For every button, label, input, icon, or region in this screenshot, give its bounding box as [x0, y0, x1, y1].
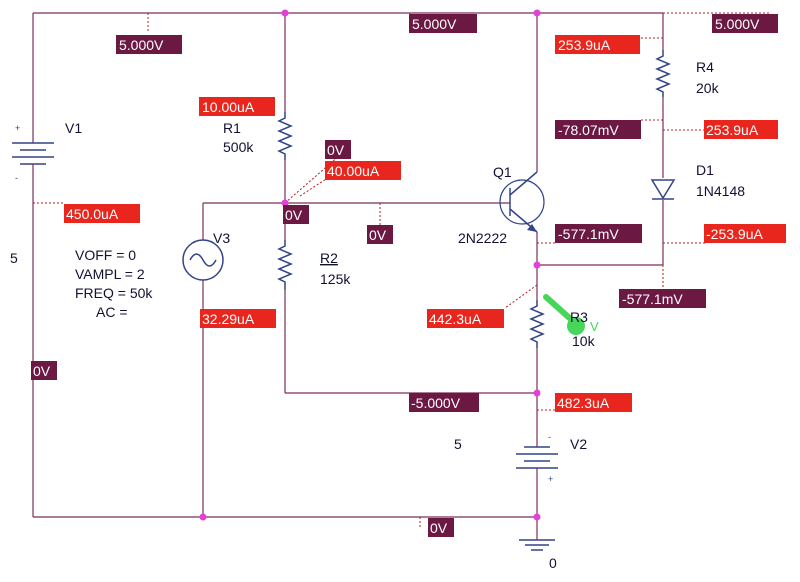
transistor-q1[interactable] [499, 171, 545, 233]
current-badge-text: 442.3uA [429, 311, 482, 327]
r3-ref-label: R3 [570, 309, 588, 325]
voltage-badge-base-0v[interactable]: 0V [325, 140, 351, 159]
battery-v2[interactable]: - + [516, 432, 558, 484]
v2-value-label: 5 [454, 436, 462, 452]
r1-value-label: 500k [223, 139, 254, 155]
voltage-badge-neg-rail[interactable]: -5.000V [409, 393, 479, 412]
voltage-badge-text: -577.1mV [622, 291, 683, 307]
current-badge-text: 482.3uA [557, 395, 610, 411]
current-badge-r4-top[interactable]: 253.9uA [555, 35, 640, 54]
voltage-badge-emitter[interactable]: -577.1mV [555, 224, 642, 243]
resistor-r2[interactable] [277, 240, 293, 290]
junction-dot [533, 9, 541, 17]
junction-dot [199, 513, 207, 521]
diode-d1[interactable] [650, 179, 676, 200]
junction-dot [533, 513, 541, 521]
q1-value-label: 2N2222 [458, 230, 507, 246]
v3-param-freq: FREQ = 50k [75, 285, 153, 301]
current-badge-v1[interactable]: 450.0uA [64, 204, 140, 223]
voltage-badge-bottom-rail[interactable]: 0V [428, 518, 454, 537]
voltage-badge-text: -5.000V [411, 395, 461, 411]
voltage-badge-text: 5.000V [412, 16, 457, 32]
voltage-badge-r4-bottom[interactable]: -78.07mV [555, 120, 641, 139]
v3-param-voff: VOFF = 0 [75, 247, 136, 263]
current-badge-v2[interactable]: 482.3uA [555, 393, 632, 412]
voltage-badge-text: 5.000V [119, 37, 164, 53]
voltage-badge-text: 5.000V [715, 16, 760, 32]
junctions [199, 9, 541, 521]
r1-ref-label: R1 [223, 120, 241, 136]
v1-ref-label: V1 [65, 120, 82, 136]
junction-dot [533, 389, 541, 397]
voltage-badge-text: 0V [430, 520, 448, 536]
resistor-r4[interactable] [655, 50, 671, 97]
voltage-badges: 5.000V 5.000V 5.000V 0V 0V 0V 0V 0V [31, 14, 778, 537]
probe-marker-label: V [590, 319, 599, 334]
voltage-badge-d1-bottom[interactable]: -577.1mV [619, 289, 706, 308]
r4-value-label: 20k [696, 80, 720, 96]
voltage-badge-base-wire[interactable]: 0V [367, 225, 393, 244]
svg-text:+: + [15, 123, 20, 133]
v2-ref-label: V2 [570, 436, 587, 452]
current-badge-r1[interactable]: 10.00uA [199, 97, 275, 116]
junction-dot [281, 199, 289, 207]
r2-ref-label: R2 [320, 250, 338, 266]
r3-value-label: 10k [572, 333, 596, 349]
current-badge-text: 253.9uA [706, 122, 759, 138]
d1-value-label: 1N4148 [696, 183, 745, 199]
current-badges: 253.9uA 253.9uA -253.9uA 10.00uA 40.00uA… [64, 35, 786, 412]
v3-param-vampl: VAMPL = 2 [75, 266, 145, 282]
ground-symbol [519, 539, 555, 551]
voltage-badge-v3-node[interactable]: 0V [283, 205, 309, 224]
v3-ref-label: V3 [213, 230, 230, 246]
current-badge-text: 40.00uA [327, 163, 380, 179]
current-badge-r1-base[interactable]: 40.00uA [325, 161, 401, 180]
voltage-badge-text: -577.1mV [558, 226, 619, 242]
voltage-probe-marker[interactable]: V [543, 294, 599, 335]
svg-text:-: - [548, 432, 551, 442]
current-badge-text: 253.9uA [558, 37, 611, 53]
ground-label: 0 [549, 555, 557, 571]
current-badge-text: 10.00uA [202, 99, 255, 115]
voltage-badge-top-rail[interactable]: 5.000V [409, 14, 477, 33]
current-badge-text: 450.0uA [66, 206, 119, 222]
battery-v1[interactable]: + - [12, 123, 54, 183]
voltage-badge-text: 0V [327, 142, 345, 158]
leader-r3 [504, 284, 538, 309]
resistor-r1[interactable] [277, 112, 293, 160]
r4-ref-label: R4 [696, 59, 714, 75]
v1-value-label: 5 [10, 250, 18, 266]
current-badge-text: -253.9uA [706, 226, 763, 242]
q1-ref-label: Q1 [493, 164, 512, 180]
component-labels: V1 5 V2 5 V3 VOFF = 0 VAMPL = 2 FREQ = 5… [10, 59, 745, 571]
v3-param-ac: AC = [96, 304, 128, 320]
voltage-badge-text: -78.07mV [558, 122, 619, 138]
voltage-badge-v1-top[interactable]: 5.000V [116, 35, 182, 54]
junction-dot [281, 9, 289, 17]
junction-dot [533, 261, 541, 269]
voltage-badge-text: 0V [33, 363, 51, 379]
resistor-r3[interactable] [529, 300, 545, 348]
current-badge-v3[interactable]: 32.29uA [200, 309, 276, 328]
voltage-badge-text: 0V [369, 227, 387, 243]
voltage-badge-top-right[interactable]: 5.000V [712, 14, 778, 33]
voltage-badge-text: 0V [285, 207, 303, 223]
current-badge-r3[interactable]: 442.3uA [427, 309, 504, 328]
r2-value-label: 125k [320, 271, 351, 287]
svg-text:-: - [15, 173, 18, 183]
current-badge-r4-side[interactable]: 253.9uA [704, 120, 778, 139]
current-badge-text: 32.29uA [202, 311, 255, 327]
voltage-badge-left-rail[interactable]: 0V [31, 361, 57, 380]
svg-text:+: + [548, 474, 553, 484]
sine-source-v3[interactable] [182, 239, 224, 281]
current-badge-d1[interactable]: -253.9uA [704, 224, 786, 243]
d1-ref-label: D1 [696, 162, 714, 178]
